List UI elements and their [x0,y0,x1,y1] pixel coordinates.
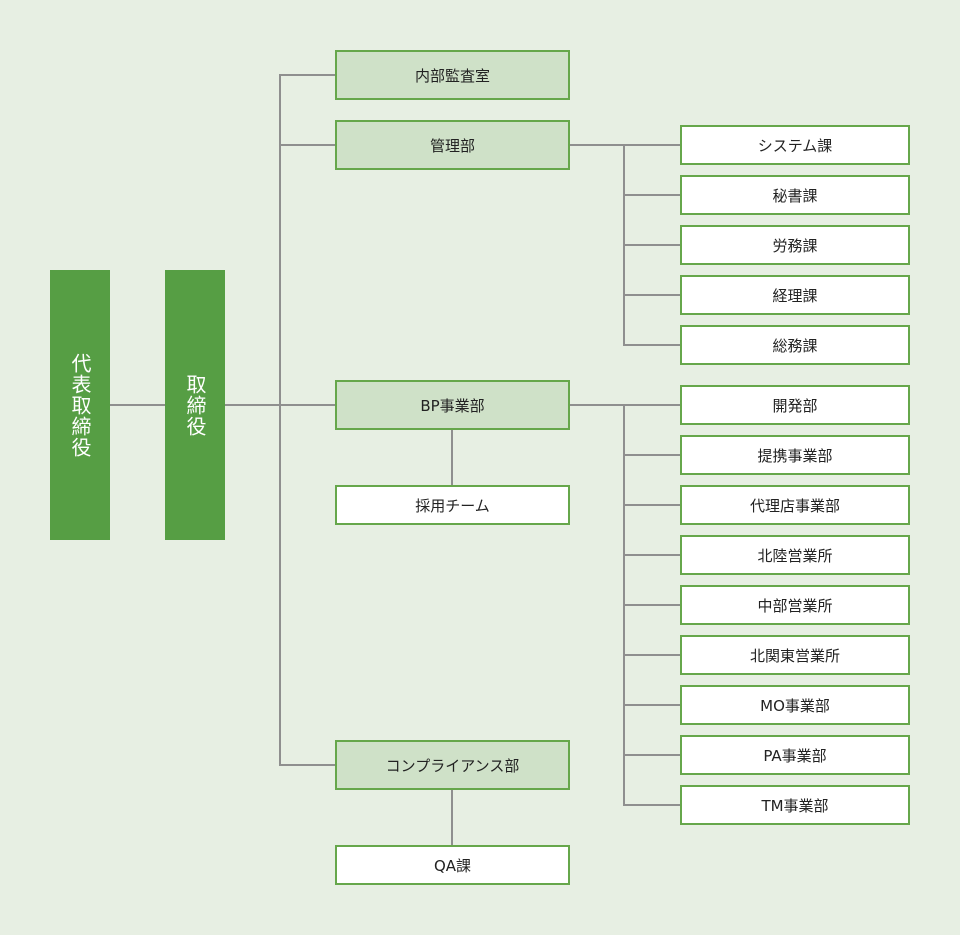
bp-unit: 北関東営業所 [680,635,910,675]
bp-unit: 開発部 [680,385,910,425]
connector-main-trunk [279,74,281,766]
connector-to-unit [623,294,681,296]
connector-trunk-to-compliance [279,764,336,766]
connector-compliance-to-qa [451,788,453,846]
connector-to-unit [623,654,681,656]
connector-to-unit [623,554,681,556]
bp-unit: TM事業部 [680,785,910,825]
connector-representative-to-director [110,404,165,406]
department-management: 管理部 [335,120,570,170]
compliance-qa-section: QA課 [335,845,570,885]
director-label: 取締役 [183,373,207,437]
management-unit: 労務課 [680,225,910,265]
management-unit: システム課 [680,125,910,165]
connector-bp-to-recruiting [451,428,453,486]
management-unit: 秘書課 [680,175,910,215]
representative-director-box: 代表取締役 [50,270,110,540]
bp-recruiting-team: 採用チーム [335,485,570,525]
department-compliance: コンプライアンス部 [335,740,570,790]
department-audit: 内部監査室 [335,50,570,100]
bp-unit: PA事業部 [680,735,910,775]
bp-unit: 中部営業所 [680,585,910,625]
connector-to-unit [623,404,681,406]
bp-unit: 提携事業部 [680,435,910,475]
connector-to-unit [623,454,681,456]
connector-to-unit [623,754,681,756]
bp-unit: 北陸営業所 [680,535,910,575]
connector-to-unit [623,144,681,146]
connector-bp-to-units [569,404,625,406]
department-bp: BP事業部 [335,380,570,430]
connector-to-unit [623,704,681,706]
director-box: 取締役 [165,270,225,540]
connector-director-to-trunk [225,404,281,406]
connector-trunk-to-audit [279,74,336,76]
connector-management-to-units [569,144,625,146]
connector-trunk-to-management [279,144,336,146]
representative-director-label: 代表取締役 [68,352,92,458]
connector-to-unit [623,504,681,506]
connector-to-unit [623,194,681,196]
bp-unit: MO事業部 [680,685,910,725]
connector-to-unit [623,344,681,346]
connector-to-unit [623,244,681,246]
connector-to-unit [623,804,681,806]
bp-unit: 代理店事業部 [680,485,910,525]
management-unit: 総務課 [680,325,910,365]
connector-to-unit [623,604,681,606]
management-unit: 経理課 [680,275,910,315]
connector-trunk-to-bp [279,404,336,406]
